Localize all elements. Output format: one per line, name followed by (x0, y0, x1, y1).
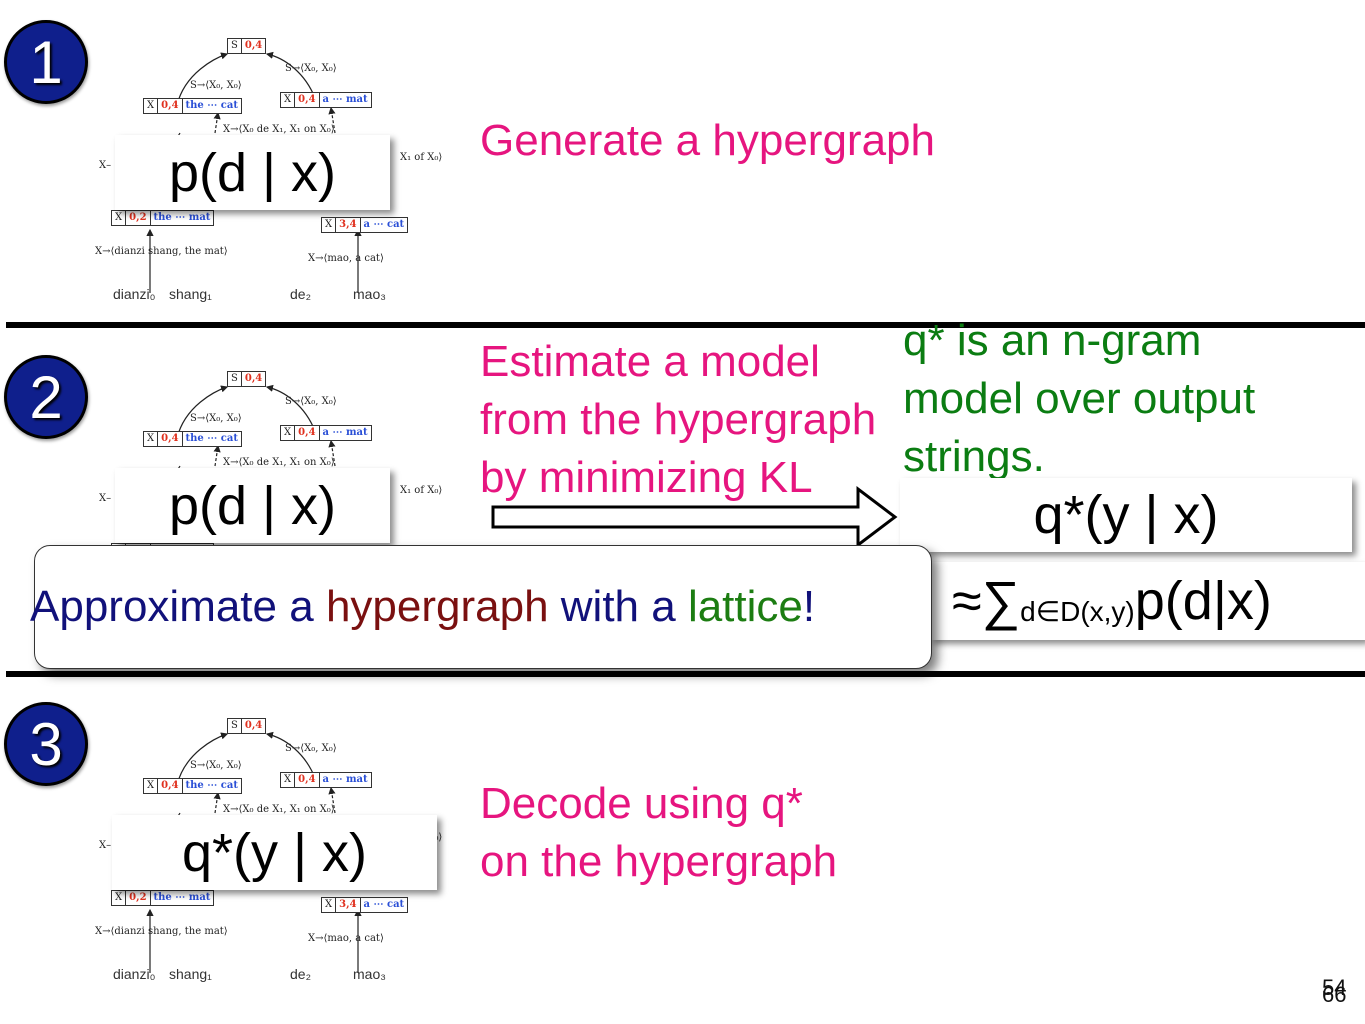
hg-rule-of: X₁ of X₀⟩ (400, 152, 443, 163)
hg-rule-mid: X→⟨X₀ de X₁, X₁ on X₀⟩ (223, 804, 335, 815)
hg-rule-bottom-right: X→⟨mao, a cat⟩ (308, 253, 384, 264)
hg-word-0: dianzi₀ (113, 966, 156, 982)
hg-word-3: mao₃ (353, 966, 386, 982)
callout-text: Approximate a hypergraph with a lattice! (30, 582, 816, 631)
hg-word-3: mao₃ (353, 286, 386, 302)
step1-description: Generate a hypergraph (480, 116, 935, 165)
hg-rule-s-right: S→⟨X₀, X₀⟩ (285, 396, 337, 407)
hg-rule-s-left: S→⟨X₀, X₀⟩ (190, 80, 242, 91)
hypergraph-edges (146, 731, 362, 973)
hg-rule-mid: X→⟨X₀ de X₁, X₁ on X₀⟩ (223, 124, 335, 135)
right-arrow-icon (491, 485, 898, 549)
hg-rule-bottom-left: X→⟨dianzi shang, the mat⟩ (95, 246, 228, 257)
hg-rule-x-prefix: X– (99, 493, 112, 504)
callout-box (34, 545, 932, 669)
hg-rule-s-right: S→⟨X₀, X₀⟩ (285, 63, 337, 74)
divider-bottom (6, 671, 1365, 677)
formula-q-step3: q*(y | x) (112, 815, 437, 890)
hg-rule-of: X₁ of X₀⟩ (400, 485, 443, 496)
hypergraph-edges (146, 51, 362, 293)
hg-word-1: shang₁ (169, 966, 212, 982)
hg-rule-x-prefix: X– (99, 840, 112, 851)
hg-rule-bottom-left: X→⟨dianzi shang, the mat⟩ (95, 926, 228, 937)
hg-rule-mid: X→⟨X₀ de X₁, X₁ on X₀⟩ (223, 457, 335, 468)
step2-description: Estimate a model from the hypergraph by … (480, 337, 877, 502)
formula-q-step2: q*(y | x) (900, 478, 1352, 552)
hg-rule-s-left: S→⟨X₀, X₀⟩ (190, 413, 242, 424)
formula-p-step2: p(d | x) (115, 468, 390, 543)
step-2-badge: 2 (4, 355, 88, 439)
page-number-overlay: 66 (1322, 982, 1347, 1007)
hg-rule-s-right: S→⟨X₀, X₀⟩ (285, 743, 337, 754)
step3-description: Decode using q* on the hypergraph (480, 779, 838, 886)
q-star-note: q* is an n-gram model over output string… (903, 316, 1256, 478)
hg-word-2: de₂ (290, 966, 312, 982)
formula-p-step1: p(d | x) (115, 135, 390, 210)
formula-approx-sum: ≈∑d∈D(x,y) p(d|x) (930, 562, 1365, 640)
step-3-badge: 3 (4, 702, 88, 786)
step-1-badge: 1 (4, 20, 88, 104)
hg-rule-s-left: S→⟨X₀, X₀⟩ (190, 760, 242, 771)
hg-word-0: dianzi₀ (113, 286, 156, 302)
page-number: 54 (1322, 975, 1347, 1000)
hg-rule-bottom-right: X→⟨mao, a cat⟩ (308, 933, 384, 944)
divider-top (6, 322, 1365, 328)
hg-rule-x-prefix: X– (99, 160, 112, 171)
hg-word-1: shang₁ (169, 286, 212, 302)
hg-word-2: de₂ (290, 286, 312, 302)
